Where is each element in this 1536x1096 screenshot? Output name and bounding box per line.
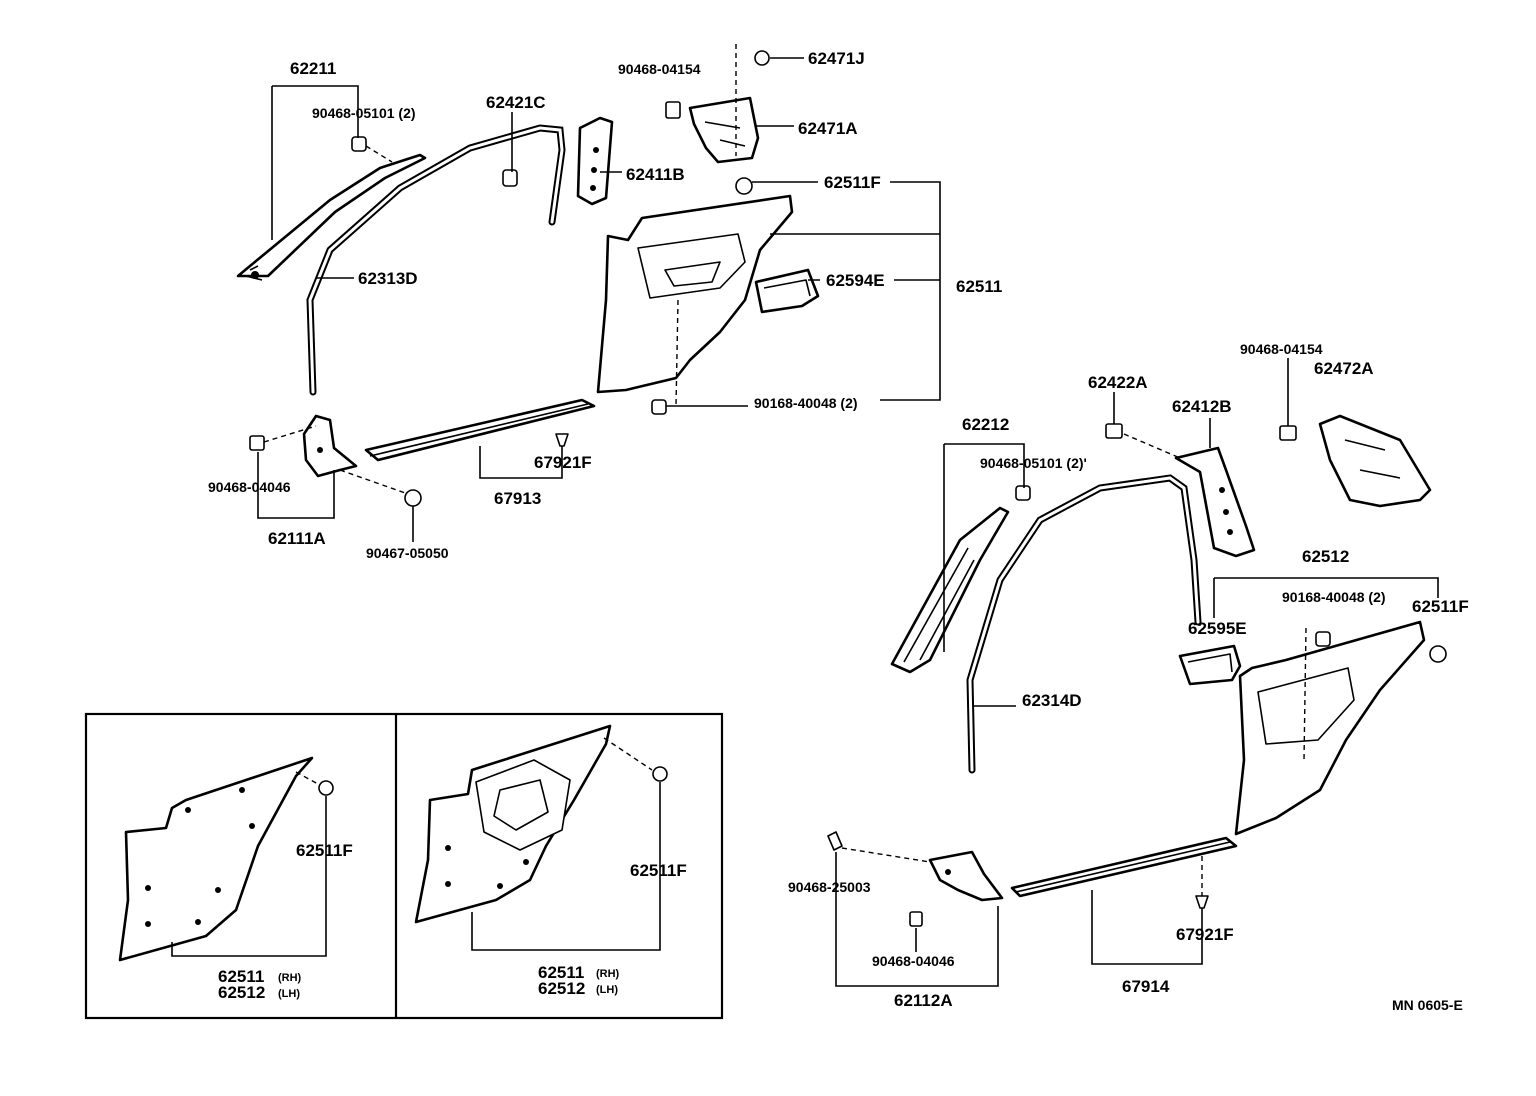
part-labels: 62211 90468-05101 (2) 62421C 90468-04154… [208,49,1469,1013]
clip-62511F-top [735,177,753,195]
pocket-62595E [1178,644,1242,686]
diagram-code: MN 0605-E [1392,997,1463,1013]
label-62211: 62211 [290,59,336,78]
label-inset2-62511F: 62511F [630,861,687,880]
label-62471J: 62471J [808,49,865,68]
label-inset2-lh: (LH) [596,984,618,996]
quarter-trim-panel-62512 [1234,620,1447,836]
label-90468-04046-a: 90468-04046 [208,479,291,495]
leader-lines [257,57,1439,987]
label-62511F-a: 62511F [824,173,881,192]
label-inset1-62511F: 62511F [296,841,353,860]
label-90468-04046-b: 90468-04046 [872,953,955,969]
label-67921F-a: 67921F [534,453,592,472]
clip-62421C [502,169,518,187]
label-90468-25003: 90468-25003 [788,879,871,895]
pocket-62594E [754,268,820,314]
label-90168-40048-b: 90168-40048 (2) [1282,589,1386,605]
label-inset1-rh: (RH) [278,972,302,984]
label-90468-05101-b: 90468-05101 (2)' [980,455,1087,471]
label-67913: 67913 [494,489,541,508]
scuff-plate-67913 [364,398,596,462]
label-90468-05101-a: 90468-05101 (2) [312,105,416,121]
label-inset2-62512: 62512 [538,979,585,998]
label-62594E: 62594E [826,271,885,290]
quarter-trim-upper-62472A [1279,414,1432,508]
label-90468-04154-b: 90468-04154 [1240,341,1323,357]
label-62511: 62511 [956,277,1002,296]
label-62212: 62212 [962,415,1009,434]
label-62412B: 62412B [1172,397,1232,416]
label-62472A: 62472A [1314,359,1374,378]
inset2-panel [414,724,668,951]
weatherstrip-62314D [966,474,1202,774]
screw-90168-40048-left [651,399,667,415]
center-pillar-62411B [576,116,614,206]
label-67921F-b: 67921F [1176,925,1234,944]
label-62112A: 62112A [894,991,953,1010]
weatherstrip-62313D [306,124,566,396]
label-62595E: 62595E [1188,619,1247,638]
clip-90468-05101-left [351,136,393,163]
quarter-trim-upper-62471A [665,44,770,164]
label-90168-40048-a: 90168-40048 (2) [754,395,858,411]
inset-frame [84,712,724,1020]
clip-67921F-left [555,433,569,447]
label-62512: 62512 [1302,547,1349,566]
label-inset1-62511: 62511 [218,967,264,986]
inset1-panel [118,756,334,962]
cowl-trim-62111A [249,414,422,507]
label-62421C: 62421C [486,93,546,112]
label-90468-04154-a: 90468-04154 [618,61,701,77]
label-62411B: 62411B [626,165,685,184]
label-67914: 67914 [1122,977,1170,996]
label-inset1-lh: (LH) [278,988,300,1000]
label-62313D: 62313D [358,269,418,288]
center-pillar-62412B [1174,446,1256,558]
cowl-trim-62112A [827,831,1004,927]
label-inset1-62512: 62512 [218,983,265,1002]
label-62314D: 62314D [1022,691,1082,710]
label-62511F-b: 62511F [1412,597,1469,616]
scuff-plate-67914 [1010,836,1238,909]
label-62422A: 62422A [1088,373,1148,392]
label-inset2-62511: 62511 [538,963,584,982]
clip-62422A [1105,423,1181,459]
label-90467-05050: 90467-05050 [366,545,449,561]
pillar-garnish-62212 [890,485,1031,674]
label-62471A: 62471A [798,119,858,138]
label-inset2-rh: (RH) [596,968,620,980]
pillar-garnish-62211 [236,153,427,281]
label-62111A: 62111A [268,529,326,548]
quarter-trim-panel-62511 [596,194,794,407]
